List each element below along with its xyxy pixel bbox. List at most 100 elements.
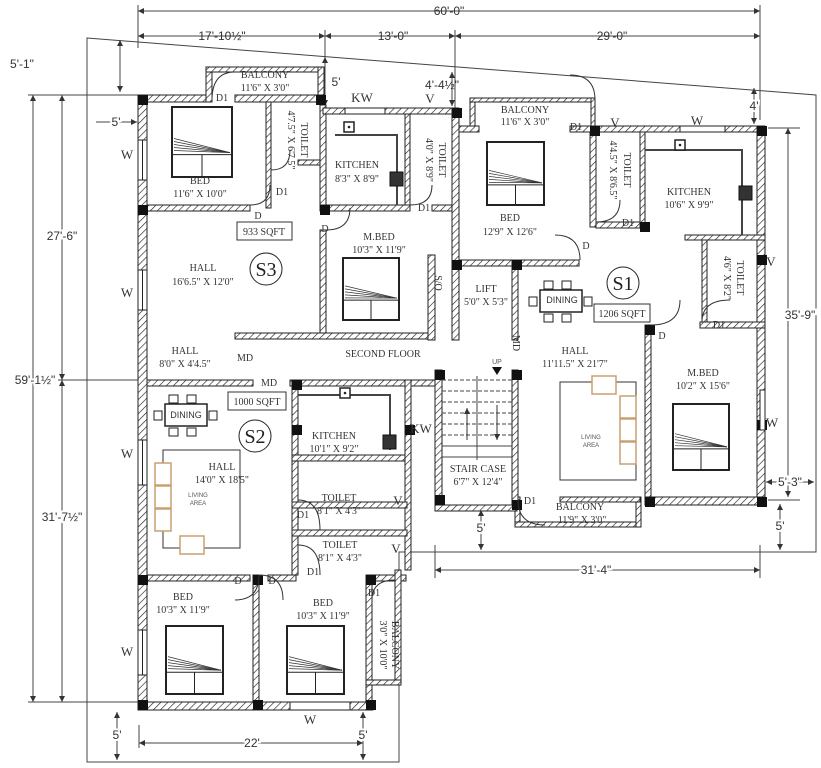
wall bbox=[146, 204, 251, 212]
s2-tag-circle bbox=[238, 419, 272, 453]
wall bbox=[146, 379, 254, 387]
wall bbox=[319, 104, 327, 210]
dining-table-icon bbox=[528, 280, 593, 323]
wall bbox=[699, 321, 766, 329]
ventilator-mark: V bbox=[391, 541, 401, 556]
column bbox=[405, 425, 415, 435]
door1-mark: D1 bbox=[216, 93, 228, 104]
chair bbox=[561, 313, 572, 323]
walls bbox=[137, 66, 767, 711]
ventilator-mark: V bbox=[393, 493, 403, 508]
sofa-seat bbox=[154, 485, 172, 509]
bed-sheet-line bbox=[167, 656, 222, 671]
s1-toilet2-label: TOILET bbox=[734, 261, 745, 296]
window-mark: W bbox=[304, 712, 317, 727]
plot-boundary bbox=[86, 37, 817, 763]
wall bbox=[291, 379, 299, 576]
lobby-size: 8'0" X 4'4.5" bbox=[159, 359, 211, 370]
sofa-seat bbox=[619, 395, 637, 419]
wall bbox=[458, 125, 480, 133]
stove-icon bbox=[382, 434, 397, 450]
bed-icon bbox=[171, 106, 233, 178]
wall bbox=[265, 101, 272, 209]
kitchen-window-mark: KW bbox=[351, 90, 373, 105]
door-swing bbox=[249, 184, 271, 206]
wall bbox=[137, 94, 148, 711]
s3-toilet2-size: 4'0" X 8'9" bbox=[423, 138, 434, 182]
column bbox=[435, 495, 445, 505]
furniture bbox=[153, 71, 753, 695]
bed-sheet-line bbox=[167, 665, 222, 671]
wall bbox=[322, 107, 458, 115]
s3-hall-label: HALL bbox=[190, 263, 217, 274]
door1-mark: D1 bbox=[713, 320, 725, 331]
bed-sheet-line bbox=[488, 176, 543, 184]
wall bbox=[291, 529, 408, 537]
shaft-label: S/O bbox=[432, 275, 443, 291]
s1-hall-size: 11'11.5" X 21'7" bbox=[542, 359, 608, 370]
wall bbox=[644, 496, 766, 506]
column bbox=[253, 575, 263, 585]
s3-toilet1-label: TOILET bbox=[298, 123, 309, 158]
wall bbox=[469, 97, 596, 103]
bed-sheet-line bbox=[344, 294, 398, 299]
bed-frame bbox=[165, 625, 224, 695]
s2-tag: S2 bbox=[244, 426, 265, 448]
wall bbox=[319, 204, 411, 212]
wall bbox=[434, 504, 518, 512]
main-door-mark: MD bbox=[237, 353, 253, 364]
s1-mbed-size: 10'2" X 15'6" bbox=[676, 381, 730, 392]
dim-right-depth: 35'-9" bbox=[785, 308, 816, 322]
dim-right-setback: 5'-3" bbox=[778, 475, 802, 489]
window-mark: W bbox=[766, 415, 779, 430]
dim-setback-top-mid: 5' bbox=[332, 75, 341, 89]
bed-sheet-line bbox=[173, 150, 231, 153]
s1-toilet1-label: TOILET bbox=[621, 153, 632, 188]
bed-sheet-line bbox=[288, 665, 343, 671]
dim-left-upper: 27'-6" bbox=[47, 229, 78, 243]
s3-kitchen-size: 8'3" X 8'9" bbox=[335, 174, 379, 185]
s3-mbed-label: M.BED bbox=[363, 232, 394, 243]
s1-toilet2-size: 4'6" X 8'2" bbox=[721, 256, 732, 300]
door-swing bbox=[595, 199, 621, 223]
s3-area-box bbox=[236, 221, 293, 241]
dim-bottom-setback-right: 5' bbox=[359, 728, 368, 742]
lift-size: 5'0" X 5'3" bbox=[464, 297, 508, 308]
bed-icon bbox=[486, 141, 545, 206]
door1-mark: D1 bbox=[570, 122, 582, 133]
wall bbox=[234, 332, 431, 340]
window-mark: W bbox=[121, 446, 134, 461]
s1-kitchen-size: 10'6" X 9'9" bbox=[665, 200, 714, 211]
wall bbox=[404, 379, 412, 571]
s3-mbed-size: 10'3" X 11'9" bbox=[352, 245, 406, 256]
s2-bed1-size: 10'3" X 11'9" bbox=[156, 605, 210, 616]
column bbox=[590, 126, 600, 136]
wall bbox=[644, 324, 652, 506]
s2-living-label-1: LIVING bbox=[188, 493, 208, 499]
s3-kitchen-label: KITCHEN bbox=[335, 160, 379, 171]
column bbox=[138, 575, 148, 585]
window bbox=[344, 107, 386, 115]
s1-hall-label: HALL bbox=[562, 346, 589, 357]
s1-tag-circle bbox=[606, 266, 640, 300]
chair bbox=[583, 296, 593, 307]
bed-sheet-line bbox=[288, 659, 343, 671]
column bbox=[138, 95, 148, 105]
s2-balcony-label: BALCONY bbox=[389, 621, 400, 669]
unit-s1: BALCONY 11'6" X 3'0" TOILET 4'4.5" X 8'6… bbox=[483, 105, 745, 526]
dimension-labels: 60'-0" 17'-10½" 13'-0" 29'-0" 59'-1½" 27… bbox=[10, 4, 817, 752]
bed-sheet-line bbox=[344, 285, 398, 299]
column bbox=[757, 126, 767, 136]
column bbox=[292, 380, 302, 390]
column bbox=[452, 260, 462, 270]
window-mark: W bbox=[691, 113, 704, 128]
column bbox=[253, 700, 263, 710]
door-swing bbox=[517, 499, 546, 526]
stair-label: STAIR CASE bbox=[450, 464, 506, 475]
door-swing bbox=[325, 207, 351, 231]
bed-sheet-line bbox=[167, 659, 222, 671]
wall bbox=[297, 159, 321, 166]
sofa-seat bbox=[619, 441, 637, 465]
